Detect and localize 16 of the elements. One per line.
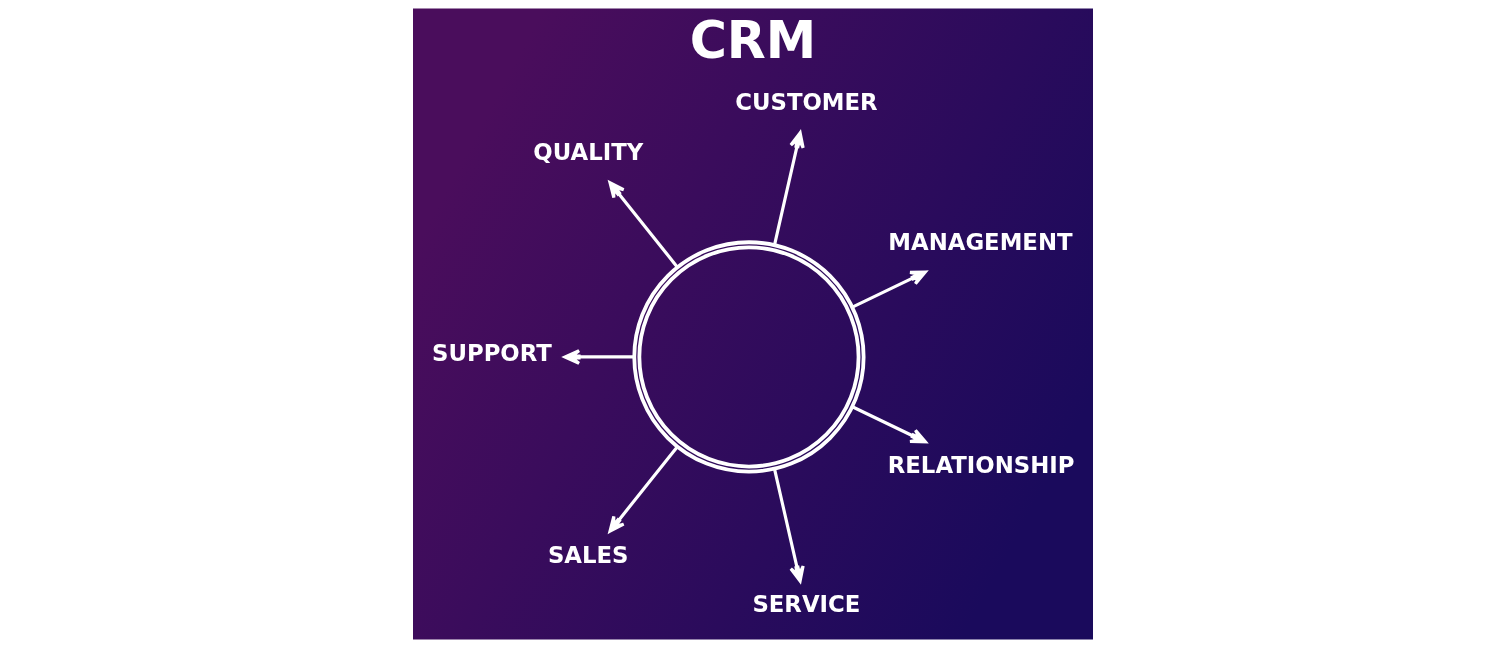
node-text: RELATIONSHIP	[887, 451, 1074, 478]
node-text: SUPPORT	[431, 340, 552, 367]
node-text: MANAGEMENT	[887, 228, 1073, 255]
node-text: QUALITY	[532, 139, 643, 166]
node-circle	[631, 240, 866, 474]
arrow	[772, 131, 805, 246]
arrow	[607, 181, 678, 268]
node-text: SALES	[547, 541, 629, 568]
arrow	[772, 468, 805, 583]
node-text: SERVICE	[751, 591, 860, 618]
arrow	[851, 270, 927, 309]
diagram-title: CRM	[689, 10, 816, 70]
arrow	[851, 405, 927, 444]
arrow	[563, 349, 634, 365]
arrow	[607, 446, 678, 533]
node-text: CUSTOMER	[734, 89, 878, 116]
